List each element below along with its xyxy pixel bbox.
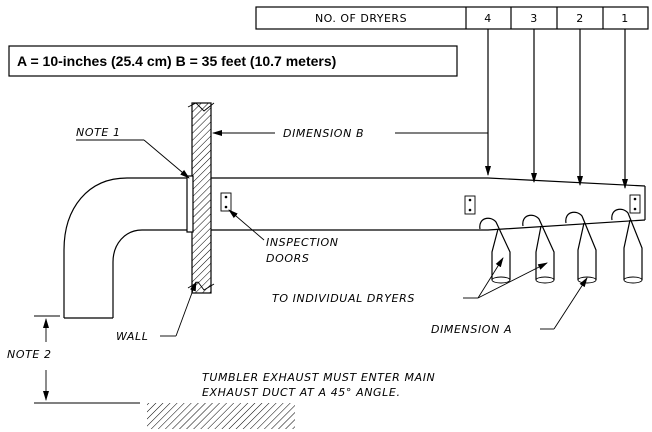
main-duct <box>63 177 646 319</box>
dryer-branches <box>479 208 643 284</box>
wall-label: WALL <box>116 330 149 343</box>
dryers-col-3: 3 <box>530 12 538 25</box>
note2-dimension: NOTE 2 <box>7 315 140 404</box>
dimension-b: DIMENSION B <box>212 127 488 140</box>
dryers-table: NO. OF DRYERS 4 3 2 1 <box>255 6 649 30</box>
dryer-branch-3 <box>522 214 555 284</box>
to-dryers-label: TO INDIVIDUAL DRYERS <box>272 292 415 305</box>
dryer-branch-4 <box>479 217 511 284</box>
inspection-door-icon <box>629 194 641 214</box>
dryers-col-4: 4 <box>484 12 492 25</box>
dimension-a-callout: DIMENSION A <box>431 277 588 336</box>
inspection-door-icon <box>220 192 232 212</box>
inspection-label-2: DOORS <box>266 252 309 265</box>
wall <box>186 102 215 294</box>
inspection-doors <box>220 192 641 215</box>
dryer-arrows <box>485 29 628 189</box>
note1-callout: NOTE 1 <box>76 126 190 179</box>
instruction-line-2: EXHAUST DUCT AT A 45° ANGLE. <box>202 386 401 399</box>
dimension-a-label: DIMENSION A <box>431 323 512 336</box>
inspection-callout: INSPECTION DOORS <box>228 209 339 265</box>
note1-label: NOTE 1 <box>76 126 121 139</box>
instruction-text: TUMBLER EXHAUST MUST ENTER MAIN EXHAUST … <box>202 371 435 399</box>
dimensions-box: A = 10-inches (25.4 cm) B = 35 feet (10.… <box>8 45 458 77</box>
instruction-line-1: TUMBLER EXHAUST MUST ENTER MAIN <box>202 371 435 384</box>
dryers-col-1: 1 <box>621 12 629 25</box>
floor <box>147 403 295 429</box>
to-dryers-callout: TO INDIVIDUAL DRYERS <box>272 257 548 305</box>
dimensions-text: A = 10-inches (25.4 cm) B = 35 feet (10.… <box>17 53 336 69</box>
inspection-label-1: INSPECTION <box>266 236 339 249</box>
inspection-door-icon <box>464 195 476 215</box>
note2-label: NOTE 2 <box>7 348 52 361</box>
dryers-col-2: 2 <box>576 12 584 25</box>
dryer-branch-1 <box>611 208 643 284</box>
wall-callout: WALL <box>116 281 197 343</box>
dimension-b-label: DIMENSION B <box>283 127 364 140</box>
dryers-table-header: NO. OF DRYERS <box>315 12 407 25</box>
